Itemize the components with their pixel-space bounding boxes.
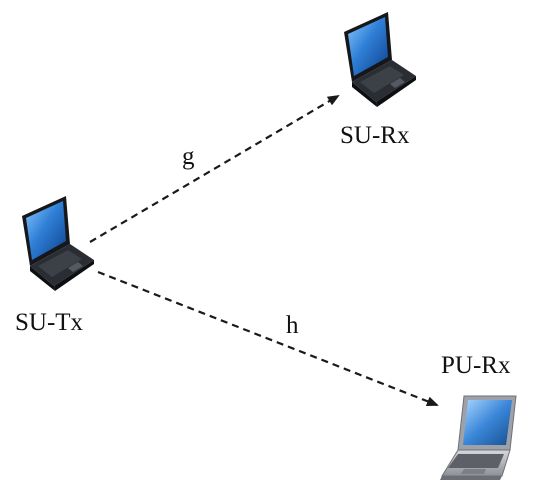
laptop-icon <box>344 12 416 107</box>
link-h-label: h <box>286 312 299 339</box>
link-h: h <box>97 270 439 407</box>
link-h-dashed-arrow <box>97 270 439 407</box>
su-rx-node: SU-Rx <box>340 12 416 149</box>
link-g-label: g <box>182 143 195 170</box>
link-g: g <box>89 94 340 243</box>
pu-rx-node: PU-Rx <box>440 352 517 480</box>
pu-rx-label: PU-Rx <box>441 352 511 379</box>
su-tx-node: SU-Tx <box>15 196 94 336</box>
laptop-icon <box>22 196 94 291</box>
su-tx-label: SU-Tx <box>15 309 84 336</box>
su-rx-label: SU-Rx <box>340 122 410 149</box>
laptop-icon <box>440 395 517 480</box>
link-g-dashed-arrow <box>89 94 340 243</box>
